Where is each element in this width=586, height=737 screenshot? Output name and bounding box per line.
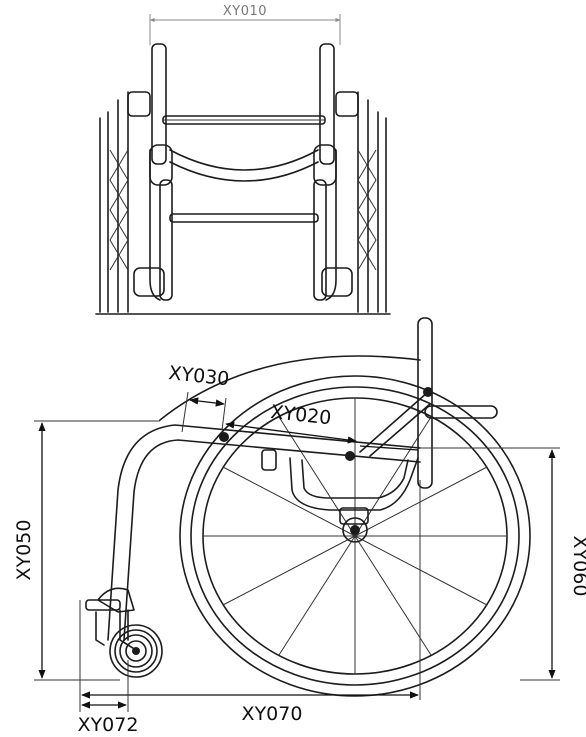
- label-xy030: XY030: [167, 362, 230, 390]
- caster-assembly: [85, 587, 163, 678]
- right-back-post: [319, 43, 335, 165]
- label-xy050: XY050: [13, 520, 35, 581]
- right-wheel-front-view: [321, 91, 387, 313]
- seat-sling: [169, 149, 319, 171]
- front-crossbar: [169, 213, 319, 223]
- wheel-spokes: [203, 398, 507, 674]
- side-view: XY030 XY020 XY050 XY060 XY070 XY072: [13, 317, 586, 736]
- right-caster: [321, 267, 353, 297]
- wheel-hub: [342, 517, 368, 543]
- label-xy070: XY070: [242, 703, 303, 725]
- label-xy020: XY020: [269, 401, 332, 429]
- pivot-point: [423, 387, 433, 397]
- dimension-line-xy030: [189, 397, 225, 407]
- left-wheel-front-view: [99, 91, 165, 313]
- extension-line: [181, 391, 189, 433]
- pivot-point: [219, 432, 229, 442]
- left-side-frame: [149, 149, 161, 301]
- backrest-brace: [359, 391, 429, 453]
- dimension-line-xy020: [225, 421, 357, 444]
- right-side-frame: [325, 149, 337, 301]
- label-xy060: XY060: [569, 536, 586, 597]
- seat-frame-curve: [289, 457, 419, 511]
- push-handle: [424, 405, 498, 419]
- label-xy072: XY072: [78, 714, 139, 736]
- front-view: XY010: [95, 4, 391, 315]
- top-tube: [107, 424, 421, 641]
- label-xy010: XY010: [223, 4, 267, 19]
- back-post: [417, 317, 433, 489]
- caster-wheel: [109, 624, 163, 678]
- main-wheel: [179, 375, 531, 697]
- frame: [107, 317, 498, 641]
- pivot-point: [345, 451, 355, 461]
- left-caster: [133, 267, 165, 297]
- left-back-post: [151, 43, 167, 165]
- axle-block: [339, 507, 369, 525]
- extension-line: [221, 397, 227, 431]
